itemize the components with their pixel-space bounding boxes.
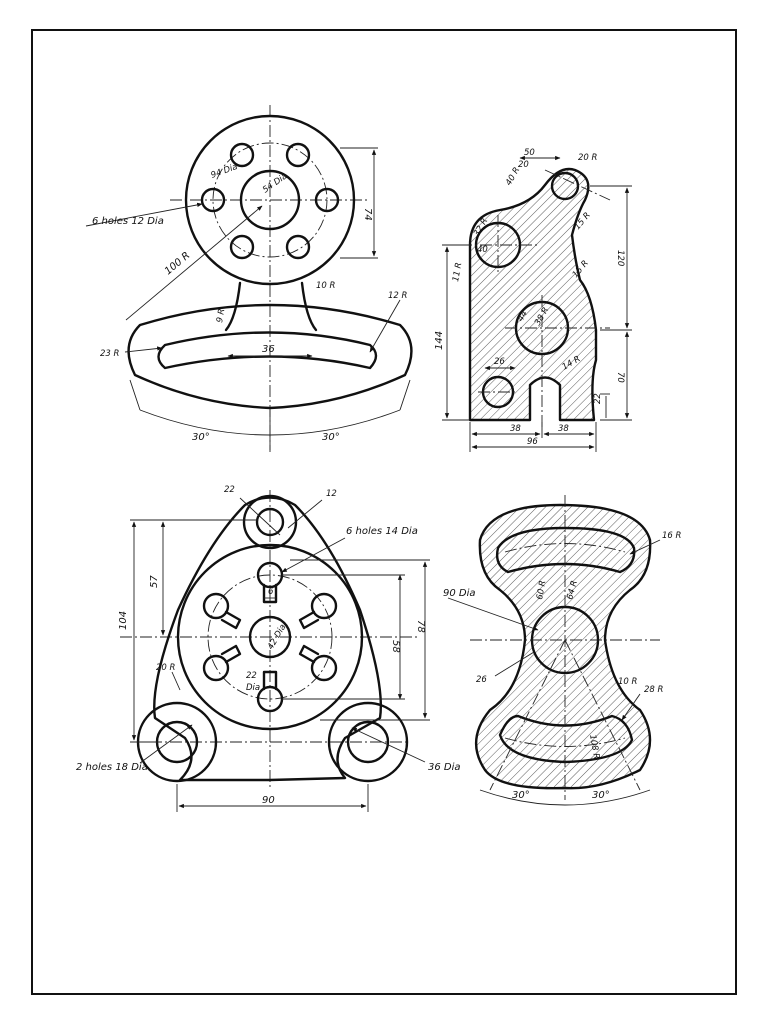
figure-2-bracket: 50 20 20 R 40 R 32 R 40 15 R 15 R 11 R 1… [434,148,632,452]
fig1-bore-label: 54 Dia [261,171,289,195]
fig4-r10: 10 R [618,677,638,687]
fig4-d26: 26 [476,675,487,685]
fig3-d22-dia-b: Dia [246,683,260,693]
keyhole-pattern [202,561,338,713]
fig3-h58: 58 [390,640,401,653]
figure-3-base-plate: 104 57 78 58 22 12 6 holes 14 Dia 6 42 D… [76,485,461,812]
fig1-dim-74: 74 [362,208,373,221]
fig2-h144: 144 [434,331,445,350]
fig3-d22: 22 [224,485,235,495]
fig1-r12-label: 12 R [388,291,408,301]
fig4-r108: 108 R [587,734,601,760]
figure-4-link: 16 R 90 Dia 60 R 64 R 26 10 R 28 R 108 R… [443,495,682,806]
fig1-dim-36: 36 [262,344,275,355]
fig1-holes-label: 6 holes 12 Dia [92,216,164,227]
fig4-d90: 90 Dia [443,588,476,599]
fig4-r64: 64 R [565,579,580,600]
fig2-dim-50: 50 [524,148,535,158]
fig1-ang-left: 30° [192,432,210,443]
fig1-dim-100r: 100 R [163,250,192,277]
fig1-pcd-label: 94 Dia [210,162,239,181]
figure-1-flange-arm: 74 36 100 R 30° 30° 6 holes 12 Dia 94 Di… [85,105,413,452]
fig2-d26: 26 [494,357,505,367]
fig3-h104: 104 [118,611,129,630]
fig3-w90: 90 [262,795,275,806]
fig2-h70: 70 [615,372,625,383]
sheet-border [31,29,737,995]
fig4-ang-right: 30° [592,790,610,801]
fig2-d44: 44 [516,309,530,323]
fig1-r23-label: 23 R [100,349,120,359]
fig4-r28: 28 R [644,685,664,695]
fig1-r10-label: 10 R [316,281,336,291]
fig2-w38b: 38 [558,424,569,434]
fig1-r9-label: 9 R [215,308,227,324]
fig3-d36: 36 Dia [428,762,461,773]
fig2-dim-20: 20 [518,160,529,170]
fig2-h120: 120 [615,250,625,266]
fig2-d40: 40 [477,245,488,255]
fig4-r60: 60 R [535,580,548,601]
fig3-h78: 78 [415,620,426,633]
fig3-h57: 57 [149,575,160,588]
fig3-r20: 20 R [156,663,176,673]
fig2-r11: 11 R [451,262,464,283]
fig2-h22: 22 [593,393,603,404]
fig2-w96: 96 [527,437,538,447]
fig3-d12: 12 [326,489,337,499]
fig3-d22-dia: 22 [246,671,257,681]
fig3-holes2: 2 holes 18 Dia [76,762,148,773]
fig3-holes: 6 holes 14 Dia [346,526,418,537]
fig2-r20: 20 R [578,153,598,163]
fig2-w38a: 38 [510,424,521,434]
fig1-ang-right: 30° [322,432,340,443]
fig3-w6: 6 [268,587,274,597]
fig4-r16: 16 R [662,531,682,541]
fig4-ang-left: 30° [512,790,530,801]
